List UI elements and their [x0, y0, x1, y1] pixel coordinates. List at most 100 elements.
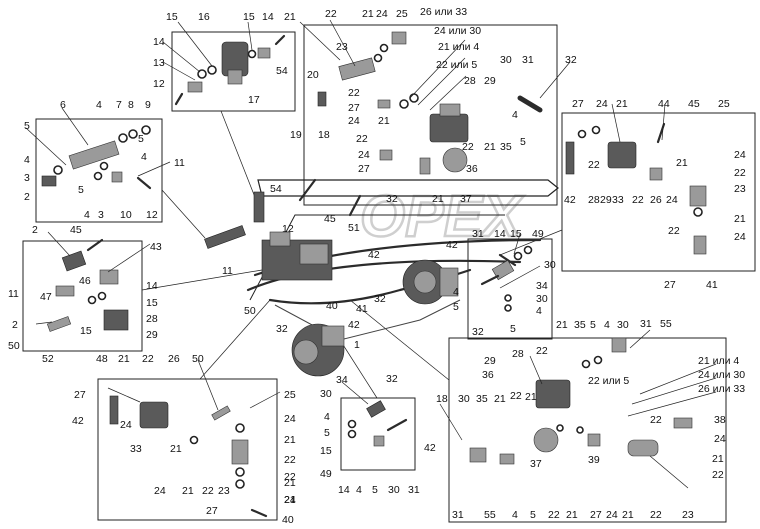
callout-label: 5	[590, 319, 596, 331]
callout-label: 15	[320, 445, 332, 457]
leader-line	[349, 299, 450, 381]
callout-label: 27	[664, 279, 676, 291]
callout-label: 34	[336, 374, 348, 386]
callout-label: 14	[153, 36, 165, 48]
callout-label: 44	[658, 98, 670, 110]
callout-label: 1	[354, 339, 360, 351]
callout-label: 21	[566, 509, 578, 521]
callout-label: 37	[530, 458, 542, 470]
brake-valve-bottom-right	[469, 337, 693, 465]
callout-label: 12	[153, 78, 165, 90]
callout-label: 37	[460, 193, 472, 205]
callout-label: 5	[510, 323, 516, 335]
callout-label: 21	[556, 319, 568, 331]
callout-label: 27	[572, 98, 584, 110]
callout-label: 45	[688, 98, 700, 110]
callout-label: 27	[348, 102, 360, 114]
callout-label: 2	[24, 191, 30, 203]
callout-label: 4	[24, 154, 30, 166]
callout-label: 51	[348, 222, 360, 234]
callout-label: 5	[372, 484, 378, 496]
callout-label: 4	[512, 109, 518, 121]
callout-label: 21	[170, 443, 182, 455]
callout-label: 25	[718, 98, 730, 110]
brake-valve-top-center	[317, 31, 543, 175]
callout-label: 24	[734, 231, 746, 243]
brake-valve-right	[565, 122, 707, 255]
callout-label: 21	[432, 193, 444, 205]
callout-label: 24	[606, 509, 618, 521]
callout-label: 52	[42, 353, 54, 365]
callout-label: 36	[482, 369, 494, 381]
callout-label: 31	[640, 318, 652, 330]
callout-label: 30	[320, 388, 332, 400]
callout-label: 21	[712, 453, 724, 465]
callout-label: 23	[336, 41, 348, 53]
callout-label: 24	[120, 419, 132, 431]
callout-label: 5	[453, 301, 459, 313]
callout-label: 20	[307, 69, 319, 81]
callout-label: 22	[548, 509, 560, 521]
callout-label: 18	[436, 393, 448, 405]
callout-label: 22	[588, 159, 600, 171]
callout-label: 31	[522, 54, 534, 66]
callout-label: 4	[453, 286, 459, 298]
callout-label: 13	[153, 57, 165, 69]
leader-line	[499, 229, 563, 256]
callout-label: 4	[604, 319, 610, 331]
callout-label: 32	[386, 193, 398, 205]
callout-label: 22	[632, 194, 644, 206]
detail-box-bottom-center	[340, 397, 416, 471]
callout-label: 25	[396, 8, 408, 20]
callout-label: 50	[192, 353, 204, 365]
callout-label: 21 или 4	[438, 41, 479, 53]
callout-label: 30	[458, 393, 470, 405]
callout-label: 21	[484, 141, 496, 153]
callout-label: 21	[284, 11, 296, 23]
callout-label: 14	[494, 228, 506, 240]
callout-label: 39	[588, 454, 600, 466]
fitting-set-mid-left	[46, 238, 129, 332]
callout-label: 32	[565, 54, 577, 66]
callout-label: 15	[243, 11, 255, 23]
leader-line	[339, 339, 378, 399]
callout-label: 10	[120, 209, 132, 221]
callout-label: 4	[141, 151, 147, 163]
callout-label: 48	[96, 353, 108, 365]
callout-label: 14	[262, 11, 274, 23]
callout-label: 15	[80, 325, 92, 337]
callout-label: 33	[612, 194, 624, 206]
callout-label: 49	[320, 468, 332, 480]
callout-label: 27	[74, 389, 86, 401]
callout-label: 21	[525, 391, 537, 403]
callout-label: 24	[714, 433, 726, 445]
callout-label: 24	[284, 494, 296, 506]
callout-label: 21	[182, 485, 194, 497]
callout-label: 22	[650, 414, 662, 426]
callout-label: 34	[536, 280, 548, 292]
callout-label: 22	[284, 454, 296, 466]
brake-valve-bottom-left	[109, 395, 268, 518]
callout-label: 22	[325, 8, 337, 20]
callout-label: 29	[146, 329, 158, 341]
callout-label: 4	[324, 411, 330, 423]
detail-box-mid-right	[467, 238, 553, 340]
callout-label: 24	[348, 115, 360, 127]
callout-label: 14	[146, 280, 158, 292]
callout-label: 50	[8, 340, 20, 352]
callout-label: 32	[276, 323, 288, 335]
callout-label: 16	[198, 11, 210, 23]
detail-box-top-left	[171, 31, 296, 112]
callout-label: 54	[276, 65, 288, 77]
callout-label: 32	[386, 373, 398, 385]
callout-label: 19	[290, 129, 302, 141]
callout-label: 47	[40, 291, 52, 303]
callout-label: 5	[24, 120, 30, 132]
callout-label: 22	[284, 471, 296, 483]
callout-label: 41	[356, 303, 368, 315]
callout-label: 42	[72, 415, 84, 427]
callout-label: 55	[660, 318, 672, 330]
callout-label: 22	[356, 133, 368, 145]
callout-label: 27	[206, 505, 218, 517]
callout-label: 11	[174, 157, 185, 169]
